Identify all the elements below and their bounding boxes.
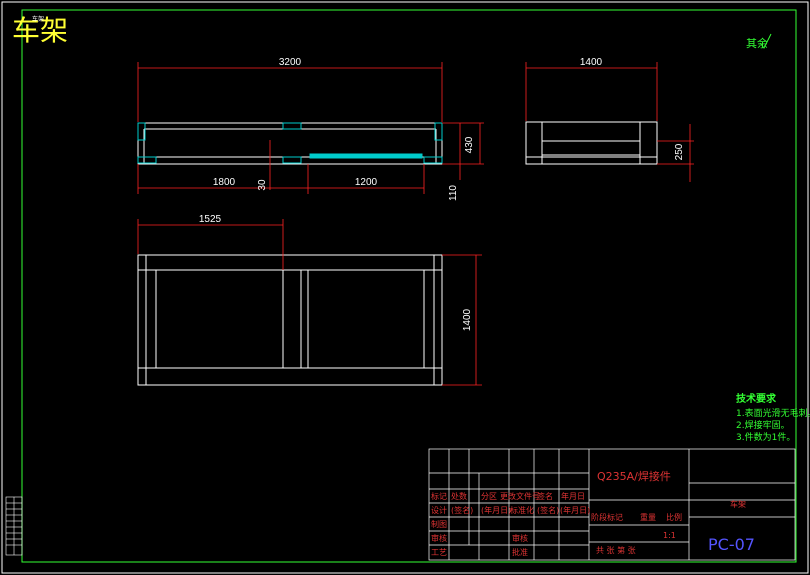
dim-gap: 30 [257,179,268,191]
tech-item-1: 1.表面光滑无毛刺。 [736,407,810,419]
sheet-info: 共 张 第 张 [596,545,636,555]
side-dims [525,62,694,182]
tech-item-3: 3.件数为1件。 [736,431,795,443]
stage-header: 阶段标记 [591,512,623,522]
hdr-date: 年月日 [561,491,585,501]
weight-header: 重量 [640,512,656,522]
plan-view [137,254,443,386]
hdr-mark: 标记 [431,491,447,501]
material-label: Q235A/焊接件 [597,469,671,483]
label-draw: 制图 [431,519,447,529]
row-design: 设计 [431,505,447,515]
hdr-change: 更改文件号 [500,491,540,501]
dim-top-height: 430 [464,136,475,153]
tech-heading: 技术要求 [736,392,777,405]
title-block [428,448,796,561]
part-name: 车架 [730,499,746,509]
label-approve: 批准 [512,547,528,557]
row-standard: 标准化 [510,505,534,515]
roughness-icon [759,33,772,49]
front-dims [137,62,484,194]
drawing-title-small: 车架 [32,15,44,23]
dim-left-seg: 1800 [213,177,236,188]
scale-header: 比例 [666,512,682,522]
hdr-sign: 签名 [537,491,553,501]
dim-plan-offset: 1525 [199,214,222,225]
plan-dims [137,219,482,386]
roughness-note: 其余 [746,36,768,50]
drawing-frame [21,9,797,563]
drawing-title: 车架 [12,14,68,47]
front-view [137,122,443,165]
label-process: 工艺 [431,548,447,557]
dim-side-width: 1400 [580,57,603,68]
scale-value: 1:1 [663,531,676,540]
row-design-date: (年月日) [481,505,511,515]
row-standard-date: (年月日) [560,505,590,515]
row-standard-sign: (签名) [537,505,559,515]
dim-side-height: 250 [674,143,685,160]
side-view [525,121,658,165]
dim-plan-width: 1400 [462,308,473,331]
dim-bottom-offset: 110 [448,185,459,201]
label-review-2: 审核 [512,533,528,543]
drawing-number: PC-07 [708,535,755,554]
hdr-count: 处数 [451,491,467,501]
hdr-zone: 分区 [481,492,497,501]
dim-right-seg: 1200 [355,177,378,188]
left-strip [5,496,23,556]
dim-top-length: 3200 [279,57,302,68]
row-design-sign: (签名) [451,505,473,515]
tech-item-2: 2.焊接牢固。 [736,419,790,431]
label-review: 审核 [431,533,447,543]
